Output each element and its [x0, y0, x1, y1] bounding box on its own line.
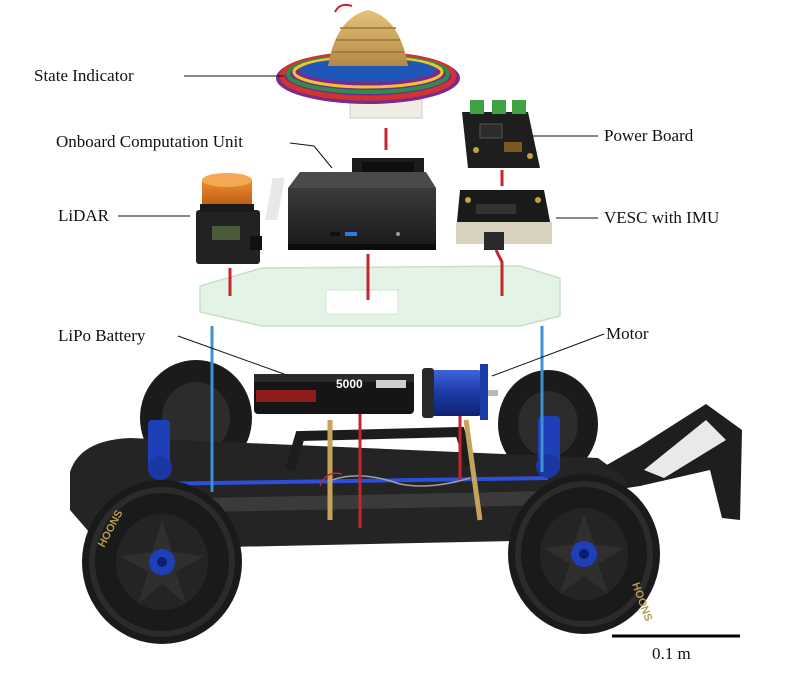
mounting-plate — [199, 265, 561, 327]
lipo-battery-leader — [177, 335, 285, 375]
label-state-indicator: State Indicator — [34, 66, 134, 85]
label-motor: Motor — [606, 324, 649, 343]
state-indicator-hat — [276, 3, 460, 119]
label-lidar: LiDAR — [58, 206, 109, 225]
label-power-board: Power Board — [604, 126, 694, 145]
vesc-connector-line — [494, 249, 504, 296]
label-vesc-with-imu: VESC with IMU — [604, 208, 720, 227]
power-board — [462, 100, 540, 168]
vesc-with-imu — [456, 190, 552, 250]
lipo-battery: 5000 — [254, 374, 414, 414]
computation-unit-leader — [289, 142, 333, 169]
onboard-computation-unit — [265, 158, 436, 250]
scale-bar-label: 0.1 m — [652, 644, 691, 663]
front-left-wheel: HOONS — [82, 480, 242, 644]
front-right-wheel: HOONS — [508, 474, 660, 634]
label-leaders — [118, 75, 605, 377]
connector-lines — [210, 128, 544, 528]
motor — [422, 364, 498, 420]
label-lipo-battery: LiPo Battery — [58, 326, 146, 345]
lidar-sensor — [196, 173, 262, 264]
battery-capacity-text: 5000 — [336, 377, 363, 391]
motor-leader — [491, 333, 605, 377]
label-onboard-computation-unit: Onboard Computation Unit — [56, 132, 243, 151]
